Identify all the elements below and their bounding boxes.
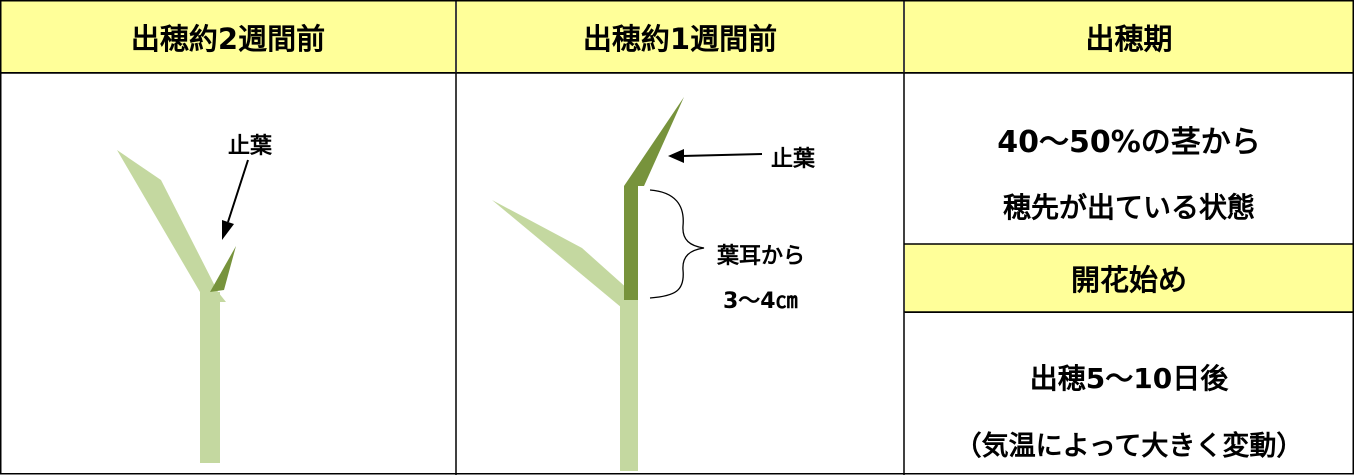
plant2-arrow-head <box>668 149 684 163</box>
flag-leaf-label-2: 止葉 <box>771 147 816 172</box>
plant1-leaf <box>117 150 218 292</box>
plant2-brace <box>649 189 705 299</box>
plant1-stem <box>200 292 220 463</box>
plant-one-week-before <box>492 97 763 471</box>
header-flowering-start: 開花始め <box>905 244 1353 313</box>
flag-leaf-label-1: 止葉 <box>228 134 273 159</box>
plant-two-weeks-before <box>117 150 249 463</box>
header-heading-stage: 出穂期 <box>905 1 1353 73</box>
plant2-flag-leaf <box>624 97 684 186</box>
plant1-flag-leaf <box>210 246 236 292</box>
plant2-arrow-line <box>681 153 763 157</box>
header-two-weeks-before: 出穂約2週間前 <box>1 1 455 73</box>
plant1-arrow-line <box>227 159 249 223</box>
plant1-arrow-head <box>222 220 234 240</box>
flowering-description-1: 出穂5〜10日後 <box>1029 362 1229 395</box>
ligule-distance-value: 3〜4㎝ <box>723 289 798 314</box>
plant2-leaf <box>492 200 638 308</box>
header-one-week-before: 出穂約1週間前 <box>457 1 903 73</box>
heading-stage-description-2: 穂先が出ている状態 <box>1002 191 1255 224</box>
plant2-stem <box>620 300 638 471</box>
heading-stage-description-1: 40〜50%の茎から <box>997 125 1261 160</box>
plant2-flag-sheath <box>624 186 638 300</box>
flowering-description-2: （気温によって大きく変動） <box>954 431 1304 462</box>
ligule-distance-label: 葉耳から <box>717 244 806 269</box>
